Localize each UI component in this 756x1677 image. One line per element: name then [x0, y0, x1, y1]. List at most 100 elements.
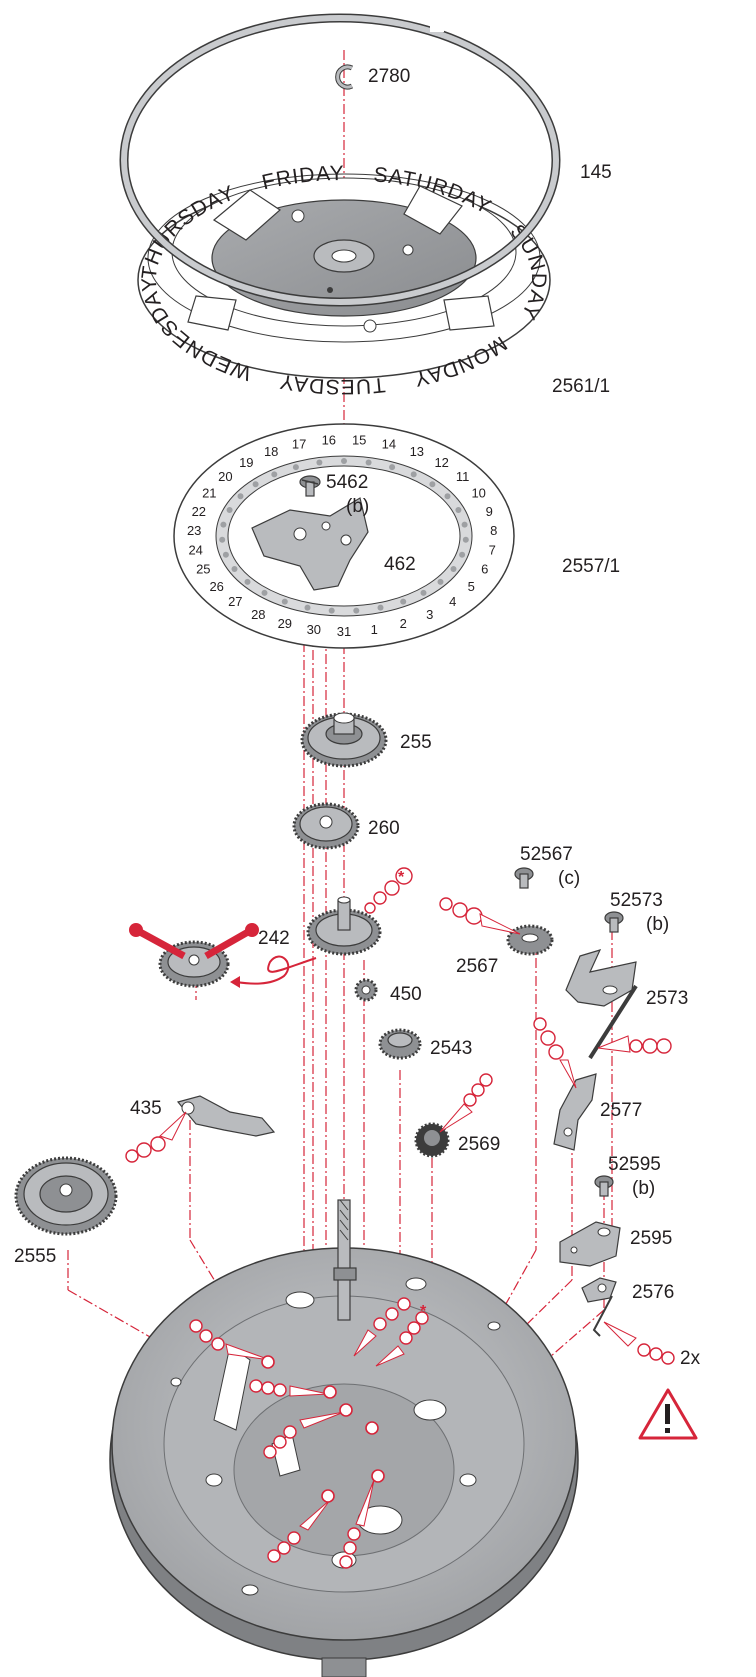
date-number: 13 [410, 444, 424, 459]
date-number: 4 [449, 594, 456, 609]
date-jumper-462 [251, 497, 369, 591]
label-52567-note: (c) [558, 868, 580, 889]
label-52595-note: (b) [632, 1178, 655, 1199]
label-2595: 2595 [630, 1228, 672, 1249]
label-450: 450 [390, 984, 422, 1005]
date-number: 25 [196, 561, 210, 576]
date-ring-tooth [437, 578, 444, 585]
oil-points-2567 [439, 897, 521, 935]
label-2x: 2x [680, 1348, 701, 1369]
lever-2577 [553, 1073, 597, 1151]
screw-5462 [299, 475, 321, 497]
label-2576: 2576 [632, 1282, 674, 1303]
date-number: 10 [471, 486, 485, 501]
oil-points-plate: * [189, 1297, 429, 1569]
date-ring-tooth [237, 493, 244, 500]
date-number: 22 [192, 504, 206, 519]
date-number: 21 [202, 486, 216, 501]
date-ring-tooth [462, 536, 469, 543]
date-ring-tooth [450, 566, 457, 572]
part-2567 [506, 924, 554, 956]
date-number: 27 [228, 594, 242, 609]
screw-52595 [594, 1175, 614, 1197]
bridge-2595 [559, 1221, 621, 1267]
date-ring-tooth [341, 458, 347, 464]
date-ring-tooth [222, 551, 229, 558]
label-2543: 2543 [430, 1038, 472, 1059]
date-number: 26 [209, 579, 223, 594]
day-disc-2561-1 [187, 185, 495, 333]
date-ring-tooth [328, 607, 335, 614]
date-ring-tooth [226, 507, 233, 513]
wheel-2555 [14, 1156, 118, 1236]
steel-ring-2780-wire [119, 13, 561, 307]
date-ring-tooth [444, 493, 451, 500]
date-number: 3 [426, 607, 433, 622]
label-462: 462 [384, 554, 416, 575]
label-260: 260 [368, 818, 400, 839]
label-435: 435 [130, 1098, 162, 1119]
label-145: 145 [580, 162, 612, 183]
date-ring-tooth [455, 507, 462, 513]
date-ring-tooth [429, 481, 436, 488]
date-number: 30 [307, 622, 321, 637]
hour-wheel-255 [300, 712, 388, 768]
asterisk-oil-icon: * [420, 1303, 427, 1320]
label-52567: 52567 [520, 844, 573, 865]
date-number: 17 [292, 436, 306, 451]
label-2555: 2555 [14, 1246, 56, 1267]
date-number: 6 [481, 561, 488, 576]
setting-lever-242 [129, 923, 317, 988]
date-ring-tooth [400, 598, 407, 605]
date-number: 29 [278, 616, 292, 631]
date-number: 19 [239, 455, 253, 470]
date-ring-tooth [220, 521, 227, 528]
date-number: 24 [188, 543, 202, 558]
label-5462-note: (b) [346, 496, 369, 517]
date-number: 23 [187, 523, 201, 538]
date-ring-tooth [281, 598, 288, 605]
date-number: 7 [489, 543, 496, 558]
date-number: 5 [468, 579, 475, 594]
label-5462: 5462 [326, 472, 368, 493]
date-ring-tooth [377, 604, 384, 611]
date-number: 9 [486, 504, 493, 519]
wheel-2543 [378, 1028, 422, 1060]
oil-points-2577 [533, 1017, 577, 1089]
date-number: 14 [382, 436, 396, 451]
main-plate [109, 1199, 579, 1677]
date-ring-tooth [252, 481, 259, 488]
label-52573-note: (b) [646, 914, 669, 935]
date-number: 2 [400, 616, 407, 631]
date-number: 1 [371, 622, 378, 637]
oil-points-cannon: * [364, 867, 413, 914]
date-ring-tooth [420, 589, 427, 596]
date-number: 12 [434, 455, 448, 470]
date-ring-tooth [316, 459, 323, 466]
date-ring-tooth [365, 459, 372, 466]
date-number: 20 [218, 469, 232, 484]
date-ring-tooth [461, 521, 468, 528]
asterisk-oil-icon: * [398, 869, 405, 886]
screw-52573 [604, 911, 624, 933]
pinion-450 [354, 978, 378, 1002]
oil-points-2573 [597, 1035, 672, 1054]
date-ring-tooth [304, 604, 311, 611]
minute-wheel-260 [292, 802, 360, 850]
date-number: 16 [322, 433, 336, 448]
label-2567: 2567 [456, 956, 498, 977]
label-2557-1: 2557/1 [562, 556, 620, 577]
oil-points-2x [603, 1321, 675, 1365]
label-2780: 2780 [368, 66, 410, 87]
date-ring-tooth [219, 536, 226, 543]
label-2569: 2569 [458, 1134, 500, 1155]
clip-2780 [335, 64, 354, 90]
date-ring-tooth [231, 566, 238, 572]
label-52573: 52573 [610, 890, 663, 911]
date-ring-tooth [261, 589, 268, 596]
date-number: 11 [456, 469, 470, 484]
date-number: 28 [251, 607, 265, 622]
lever-2573 [565, 949, 638, 1060]
